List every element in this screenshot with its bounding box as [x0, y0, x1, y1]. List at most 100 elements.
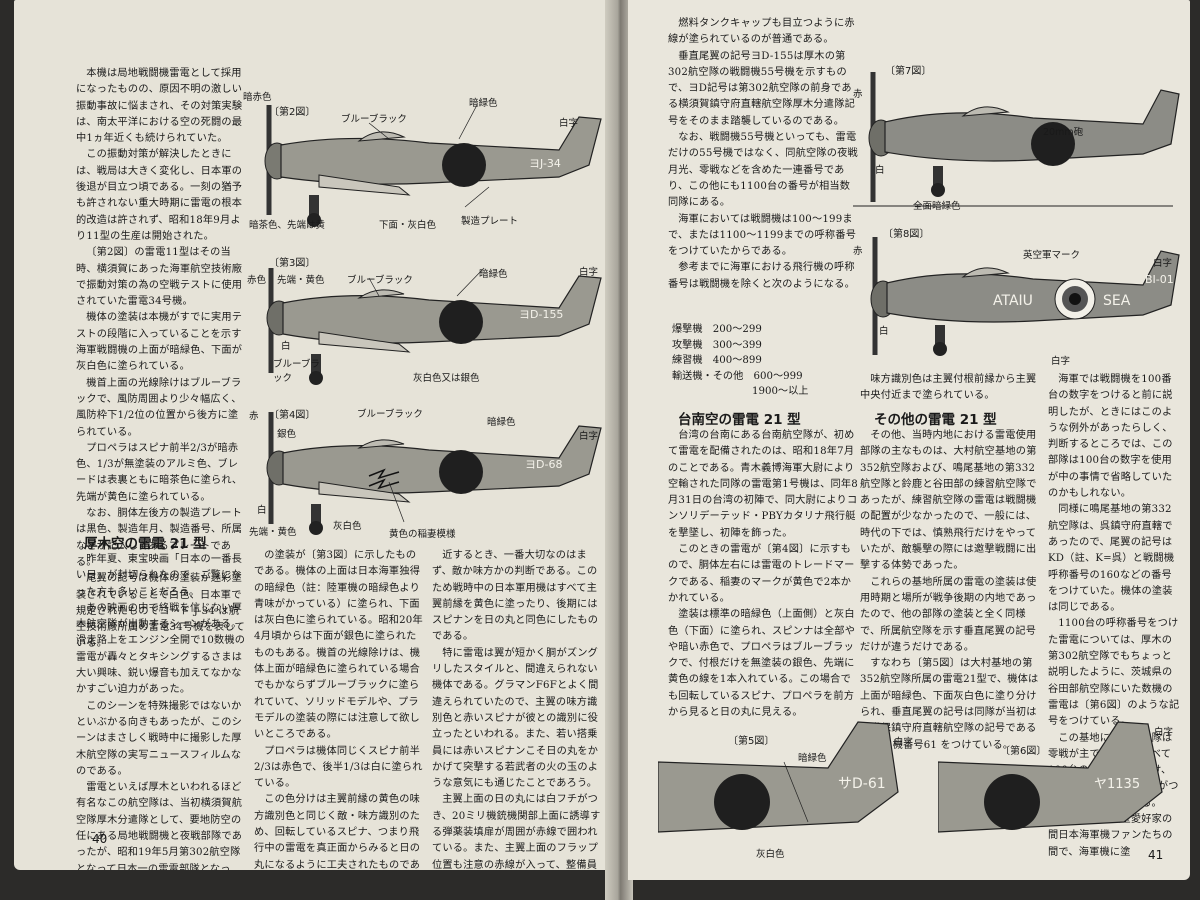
paragraph: 機体の塗装は本機がすでに実用テストの段階に入っていることを示す海軍戦闘機の上面が… [76, 312, 243, 373]
left-col2: の塗装が〔第3図〕に示したものである。機体の上面は日本海軍独得の暗緑色（註：陸軍… [254, 548, 424, 870]
figure-6: ヤ1135 〔第6図〕 白字 [937, 712, 1186, 862]
fig8-label-british-mark: 英空軍マーク [1023, 250, 1081, 261]
fig2-label-white-letters: 白字 [559, 118, 579, 129]
left-col1: 本機は局地戦闘機雷電として採用になったものの、原因不明の激しい振動事故に悩まされ… [76, 66, 246, 653]
number-list-item: 1900〜以上 [752, 386, 809, 397]
paragraph: 燃料タンクキャップも目立つように赤線が塗られているのが普通である。 [668, 18, 855, 46]
page-number-right: 41 [1148, 848, 1164, 862]
fig3-number: 〔第3図〕 [269, 258, 316, 269]
fig4-tail-code: ヨD-68 [525, 458, 562, 471]
number-list-item: 輸送機・その他 600〜999 [672, 370, 803, 382]
number-list-item: 爆撃機 200〜299 [672, 324, 762, 335]
section-heading-other: その他の雷電 21 型 [874, 412, 997, 428]
fig8-label-red: 赤 [853, 246, 863, 257]
fig3-aircraft-drawing: ヨD-155 [266, 267, 602, 385]
paragraph: このときの雷電が〔第4図〕に示すもので、胴体左右には雷電のトレードマークである、… [668, 544, 855, 604]
fig5-aircraft-drawing: サD-61 [657, 721, 899, 833]
fig4-label-white: 白 [257, 505, 267, 516]
left-col3-text: 近するとき、一番大切なのはまず、敵か味方かの判断である。このため戦時中の日本軍用… [432, 548, 602, 870]
left-col1-text: 本機は局地戦闘機雷電として採用になったものの、原因不明の激しい振動事故に悩まされ… [76, 66, 246, 653]
fig3-label-grey-silver: 灰白色又は銀色 [413, 373, 480, 384]
fig8-tail-code: BI-01 [1145, 273, 1174, 286]
paragraph: 同様に鳴尾基地の第332航空隊は、呉鎮守府直轄であったので、尾翼の記号は KD（… [1048, 504, 1175, 614]
figure-3: ヨD-155 〔第3図〕 赤色 先端・黄色 ブルーブラック 暗緑色 白字 白 ブ… [229, 258, 609, 398]
fig3-label-blue-black2: ブルーブラック [273, 359, 320, 384]
left-page: 本機は局地戦闘機雷電として採用になったものの、原因不明の激しい振動事故に悩まされ… [14, 0, 612, 870]
figure-5: サD-61 〔第5図〕 暗緑色 白字 灰白色 [657, 712, 928, 872]
section-heading-atsugi: 厚木空の雷電 21 型 [84, 536, 207, 552]
fig5-tail-code: サD-61 [838, 776, 886, 792]
fig2-label-dark-red: 暗赤色 [243, 92, 272, 103]
paragraph: 1100台の呼称番号をつけた雷電については、厚木の第302航空隊でもちょっと説明… [1048, 618, 1180, 728]
paragraph: 参考までに海軍における飛行機の呼称番号は戦闘機を除くと次のようになる。 [668, 262, 855, 290]
left-col3: 近するとき、一番大切なのはまず、敵か味方かの判断である。このため戦時中の日本軍用… [432, 548, 602, 870]
paragraph: このシーンを特殊撮影ではないかといぶかる向きもあったが、このシーンはまさしく戦時… [76, 700, 242, 777]
fig4-label-grey: 灰白色 [333, 521, 362, 532]
right-col2-top-text: 味方識別色は主翼付根前縁から主翼中央付近まで塗られている。 [860, 372, 1040, 405]
right-col2-top: 味方識別色は主翼付根前縁から主翼中央付近まで塗られている。 [860, 372, 1040, 405]
fig8-label-white-letters2: 白字 [1051, 356, 1071, 367]
fig6-tail-code: ヤ1135 [1094, 777, 1140, 792]
paragraph: 塗装は標準の暗緑色（上面側）と灰白色（下面）に塗られ、スピンナは全部やや暗い赤色… [668, 609, 856, 719]
page-number-left: 40 [92, 832, 108, 846]
right-col2-text: その他、当時内地における雷電使用部隊の主なものは、大村航空基地の第352航空隊お… [860, 428, 1040, 754]
number-list-item: 練習機 400〜899 [672, 355, 762, 366]
fig3-label-white-letters: 白字 [579, 267, 599, 278]
fig3-label-tip-yellow: 先端・黄色 [277, 275, 325, 286]
paragraph: 海軍においては戦闘機は100〜199まで、または1100〜1199までの呼称番号… [668, 213, 857, 258]
figure-8: ATAIU SEA BI-01 〔第8図〕 赤 英空軍マーク 白字 白 白字 [853, 225, 1183, 385]
figure-4: ヨD-68 〔第4図〕 赤 ブルーブラック 銀色 暗緑色 白字 白 先端・黄色 … [229, 406, 609, 546]
paragraph: プロペラは機体同じくスピナ前半2/3は赤色で、後半1/3は白に塗られている。 [254, 745, 423, 790]
paragraph: すなわち〔第5図〕は大村基地の第352航空隊所属の雷電21型で、機体は上面が暗緑… [860, 658, 1039, 751]
fig2-label-underside: 下面・灰白色 [379, 220, 437, 231]
fig7-label-all-green: 全面暗緑色 [913, 201, 961, 212]
paragraph: の塗装が〔第3図〕に示したものである。機体の上面は日本海軍独得の暗緑色（註：陸軍… [254, 550, 423, 741]
fig6-label-white-letters: 白字 [1154, 727, 1174, 738]
paragraph: 〔第2図〕の雷電11型はその当時、横須賀にあった海軍航空技術廠で振動対策の為の空… [76, 247, 243, 308]
fig2-label-plate: 製造プレート [461, 216, 519, 227]
fig8-fuselage-text-left: ATAIU [993, 293, 1033, 309]
left-col1-section-text: 昨年夏、東宝映画「日本の一番長い日」が封切られたので、ご覧になった方も多いことだ… [76, 552, 246, 870]
fig4-label-silver: 銀色 [277, 429, 297, 440]
paragraph: なお、胴体左後方の製造プレートは黒色、製造年月、製造番号、所属などが記入してある… [76, 508, 243, 568]
paragraph: 海軍では戦闘機を100番台の数字をつけると前に説明したが、ときにはこのような例外… [1048, 374, 1173, 500]
right-col1-top-text: 燃料タンクキャップも目立つように赤線が塗られているのが普通である。垂直尾翼の記号… [668, 16, 858, 293]
figure-7: 〔第7図〕 赤 20mm砲 白 全面暗緑色 [853, 62, 1183, 222]
paragraph: あの映画の中で終戦を信じない厚木航空隊が出動するシーンがある。滑走路上をエンジン… [76, 602, 246, 696]
right-col1-top: 燃料タンクキャップも目立つように赤線が塗られているのが普通である。垂直尾翼の記号… [668, 16, 858, 293]
section-heading-tainan: 台南空の雷電 21 型 [678, 412, 801, 428]
paragraph: なお、戦闘機55号機といっても、雷電だけの55号機ではなく、同航空隊の夜戦月光、… [668, 132, 858, 209]
fig3-label-dark-green: 暗緑色 [479, 269, 508, 280]
paragraph: 昨年夏、東宝映画「日本の一番長い日」が封切られたので、ご覧になった方も多いことだ… [76, 554, 242, 598]
fig7-label-cannon: 20mm砲 [1043, 127, 1084, 138]
fig2-tail-code: ヨJ-34 [529, 157, 561, 170]
fig5-label-grey: 灰白色 [756, 849, 785, 860]
fig7-label-white: 白 [875, 165, 885, 176]
fig8-fuselage-text-right: SEA [1103, 293, 1131, 309]
fig7-label-red: 赤 [853, 89, 863, 100]
paragraph: 垂直尾翼の記号ヨD-155は厚木の第302航空隊の戦闘機55号機を示すもので、ヨ… [668, 50, 855, 127]
paragraph: 特に雷電は翼が短かく胴がズングリしたスタイルと、間違えられない機体である。グラマ… [432, 647, 599, 790]
fig5-label-white-letters: 白字 [894, 737, 914, 748]
fig2-number: 〔第2図〕 [269, 107, 316, 118]
fig7-aircraft-drawing [853, 72, 1180, 207]
fig5-label-dark-green: 暗緑色 [798, 753, 827, 764]
fig4-number: 〔第4図〕 [269, 410, 316, 421]
paragraph: この振動対策が解決したときには、戦局は大きく変化し、日本軍の後退が目立つ頃である… [76, 149, 243, 242]
fig8-number: 〔第8図〕 [883, 229, 930, 240]
fig6-number: 〔第6図〕 [1000, 746, 1047, 757]
fig8-label-white: 白 [879, 326, 889, 337]
fig2-aircraft-drawing: ヨJ-34 [264, 104, 602, 227]
fig3-tail-code: ヨD-155 [519, 308, 563, 321]
fig4-label-blue-black: ブルーブラック [357, 409, 423, 420]
paragraph: 本機は局地戦闘機雷電として採用になったものの、原因不明の激しい振動事故に悩まされ… [76, 68, 243, 145]
fig4-label-tip-yellow: 先端・黄色 [249, 527, 297, 538]
paragraph: 雷電といえば厚木といわれるほど有名なこの航空隊は、当初横須賀航空隊厚木分遣隊とし… [76, 782, 243, 870]
fig2-label-blue-black: ブルーブラック [341, 114, 407, 125]
fig4-label-dark-green: 暗緑色 [487, 417, 516, 428]
fig8-aircraft-drawing: ATAIU SEA BI-01 [870, 237, 1180, 356]
paragraph: 機首上面の光線除けはブルーブラックで、風防周囲より少々幅広く、風防枠下1/2位の… [76, 377, 242, 438]
fig4-label-yellow-stripes: 黄色の稲妻模様 [389, 529, 456, 540]
